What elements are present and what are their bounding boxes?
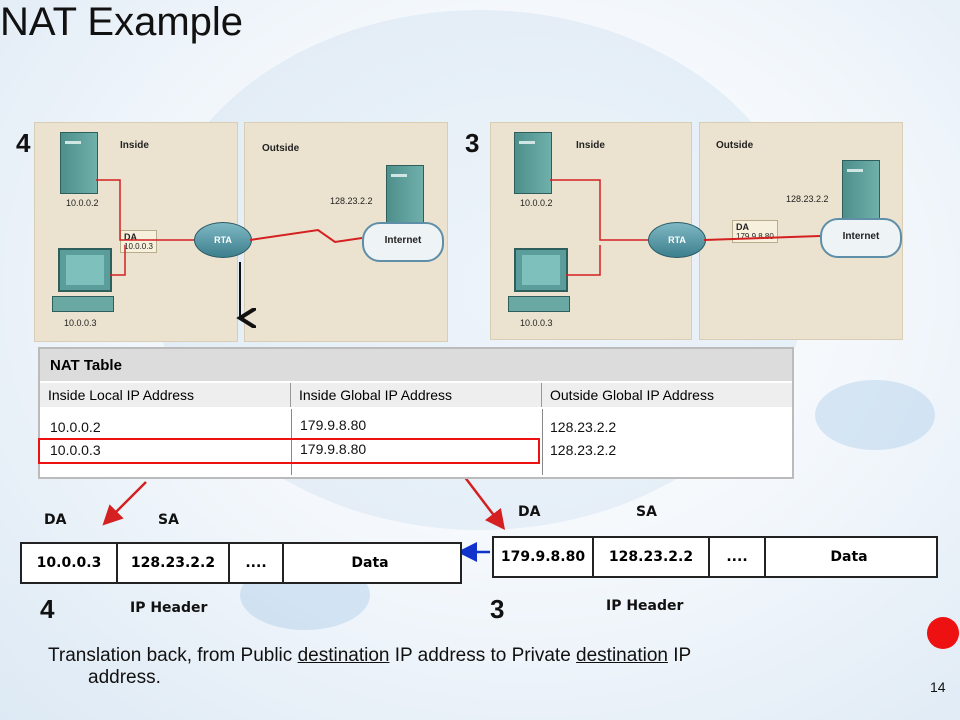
caption-text: IP address to Private <box>389 645 577 666</box>
inside-server-icon <box>60 132 98 194</box>
da-tag-value: 179.9.8.80 <box>736 232 774 241</box>
caption-underline: destination <box>576 645 668 666</box>
red-arrow-left <box>102 481 147 526</box>
pc-base-icon <box>52 296 114 312</box>
table-cell: 128.23.2.2 <box>550 419 617 435</box>
inside-server-icon <box>514 132 552 194</box>
pc-icon <box>58 248 112 292</box>
column-header: Outside Global IP Address <box>542 383 792 407</box>
step-number: 3 <box>465 128 480 158</box>
caption-underline: destination <box>297 645 390 666</box>
inside-label: Inside <box>120 140 149 151</box>
link-line <box>703 235 821 241</box>
table-cell: 10.0.0.3 <box>50 442 101 458</box>
nat-table: NAT Table Inside Local IP Address Inside… <box>38 347 794 479</box>
ip-header-label: IP Header <box>606 598 684 614</box>
link-line <box>249 228 363 244</box>
pc-base-icon <box>508 296 570 312</box>
server-ip: 10.0.0.2 <box>520 198 553 208</box>
pc-icon <box>514 248 568 292</box>
page-number: 14 <box>930 679 946 695</box>
highlight-box <box>38 438 540 464</box>
packet-dots: .... <box>710 538 766 576</box>
ip-header-label: IP Header <box>130 600 208 616</box>
red-arrow-right <box>463 475 506 530</box>
ip-packet: 10.0.0.3 128.23.2.2 .... Data <box>20 542 462 584</box>
caption: Translation back, from Public destinatio… <box>48 645 878 689</box>
pc-ip: 10.0.0.3 <box>520 318 553 328</box>
step-number: 4 <box>16 128 31 158</box>
server-ip: 10.0.0.2 <box>66 198 99 208</box>
step-number: 3 <box>490 594 505 624</box>
ip-packet: 179.9.8.80 128.23.2.2 .... Data <box>492 536 938 578</box>
outside-label: Outside <box>716 140 754 151</box>
nat-table-title: NAT Table <box>40 349 792 381</box>
column-divider <box>291 409 292 475</box>
table-cell: 10.0.0.2 <box>50 419 101 435</box>
red-dot-icon <box>927 617 959 649</box>
table-cell: 128.23.2.2 <box>550 442 617 458</box>
outside-server-icon <box>386 165 424 227</box>
table-cell: 179.9.8.80 <box>300 417 367 433</box>
table-cell: 179.9.8.80 <box>300 441 367 457</box>
link-line <box>550 179 648 241</box>
outside-server-icon <box>842 160 880 222</box>
pc-ip: 10.0.0.3 <box>64 318 97 328</box>
outside-server-ip: 128.23.2.2 <box>786 194 829 204</box>
da-tag-value: 10.0.0.3 <box>124 242 153 251</box>
step-number: 4 <box>40 594 55 624</box>
packet-dots: .... <box>230 544 284 582</box>
column-divider <box>542 409 543 475</box>
caption-line-2: address. <box>88 667 161 688</box>
packet-da: 179.9.8.80 <box>494 538 594 576</box>
packet-da: 10.0.0.3 <box>22 544 118 582</box>
sa-label: SA <box>158 512 179 528</box>
da-label: DA <box>44 512 67 528</box>
packet-data: Data <box>351 555 389 571</box>
sa-label: SA <box>636 504 657 520</box>
column-header: Inside Local IP Address <box>40 383 291 407</box>
caption-text: IP <box>667 645 692 666</box>
da-tag: DA 10.0.0.3 <box>120 230 157 253</box>
link-line <box>110 245 126 276</box>
internet-cloud-icon: Internet <box>820 218 902 258</box>
packet-data: Data <box>830 549 868 565</box>
background-node <box>815 380 935 450</box>
caption-line-1: Translation back, from Public destinatio… <box>48 645 878 667</box>
link-line <box>96 179 194 241</box>
da-tag-label: DA <box>124 232 137 242</box>
internet-cloud-icon: Internet <box>362 222 444 262</box>
column-header: Inside Global IP Address <box>291 383 542 407</box>
da-label: DA <box>518 504 541 520</box>
link-line <box>566 245 601 276</box>
router-icon: RTA <box>648 222 706 258</box>
packet-sa: 128.23.2.2 <box>594 538 710 576</box>
packet-sa: 128.23.2.2 <box>118 544 230 582</box>
da-tag-label: DA <box>736 222 749 232</box>
caption-text: Translation back, from Public <box>48 645 298 666</box>
outside-server-ip: 128.23.2.2 <box>330 196 373 206</box>
inside-label: Inside <box>576 140 605 151</box>
slide-title: NAT Example <box>0 0 244 44</box>
outside-label: Outside <box>262 143 300 154</box>
